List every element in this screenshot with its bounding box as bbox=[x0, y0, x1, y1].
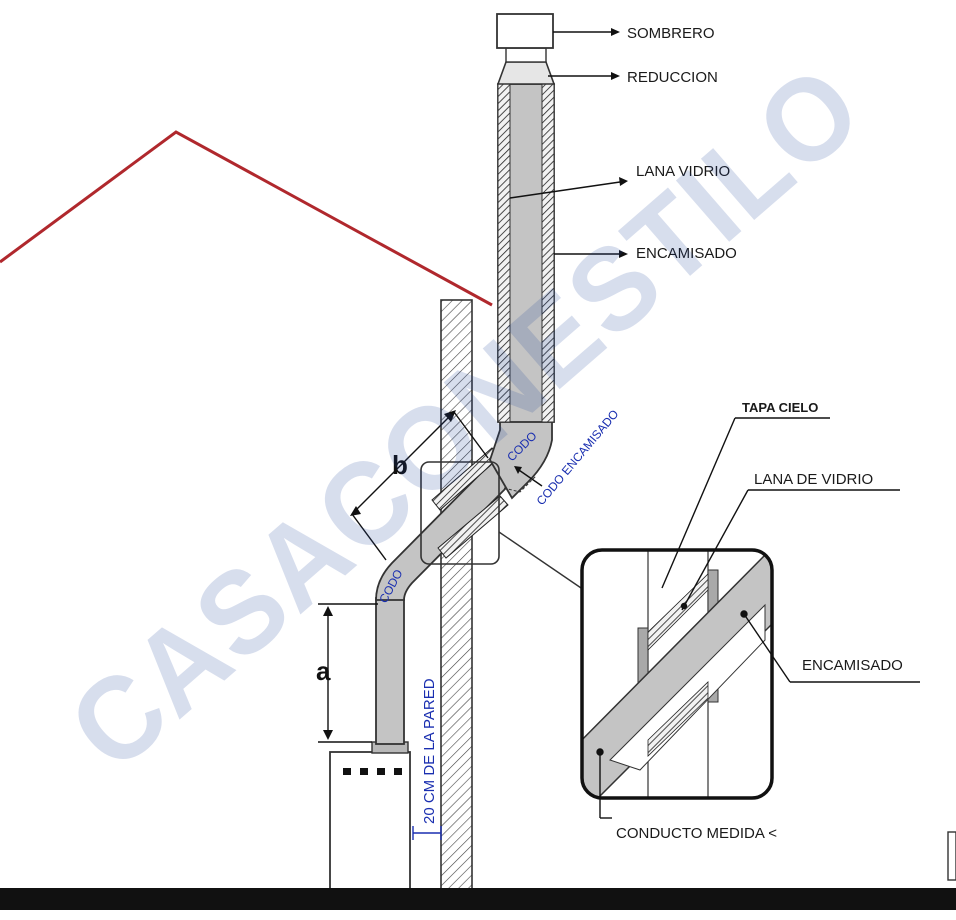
wall-pass-box bbox=[420, 461, 500, 565]
roof-line bbox=[0, 130, 493, 307]
label-wall-distance: 20 CM DE LA PARED bbox=[421, 678, 438, 824]
label-reduccion: REDUCCION bbox=[627, 69, 718, 86]
dimension-b bbox=[350, 410, 489, 561]
label-dim-a: a bbox=[316, 656, 331, 686]
wall bbox=[440, 299, 473, 891]
heater bbox=[329, 741, 411, 893]
reducer bbox=[496, 61, 556, 85]
label-sombrero: SOMBRERO bbox=[627, 25, 715, 42]
label-dim-b: b bbox=[392, 450, 408, 480]
leader-lines bbox=[509, 28, 920, 819]
edge-fragment bbox=[947, 831, 956, 881]
label-lana-de-vidrio: LANA DE VIDRIO bbox=[754, 471, 873, 488]
wall-distance-marker bbox=[412, 826, 442, 840]
chimney-cap bbox=[496, 13, 554, 49]
label-lana-vidrio: LANA VIDRIO bbox=[636, 163, 730, 180]
floor bbox=[0, 888, 956, 910]
label-encamisado-top: ENCAMISADO bbox=[636, 245, 737, 262]
label-tapa-cielo: TAPA CIELO bbox=[742, 400, 818, 415]
lower-duct bbox=[375, 597, 405, 745]
dimension-a bbox=[318, 603, 378, 743]
wall-sleeve-lower bbox=[437, 495, 509, 559]
label-conducto-medida: CONDUCTO MEDIDA < bbox=[616, 825, 777, 842]
main-chimney bbox=[497, 83, 555, 423]
detail-box bbox=[580, 548, 774, 800]
label-encamisado-detail: ENCAMISADO bbox=[802, 657, 903, 674]
